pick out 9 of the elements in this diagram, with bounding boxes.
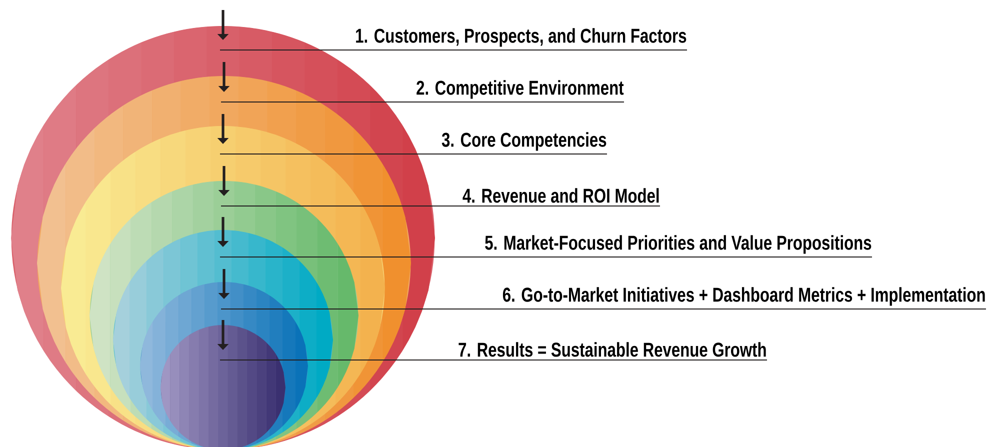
step-label: 6. Go-to-Market Initiatives + Dashboard Metrics + Implementation: [502, 287, 985, 306]
step-label: 7. Results = Sustainable Revenue Growth: [458, 342, 766, 357]
leader-line: [220, 308, 986, 310]
step-label: 5. Market-Focused Priorities and Value Propositions: [485, 235, 872, 254]
step-label: 2. Competitive Environment: [416, 80, 624, 99]
leader-line: [220, 256, 872, 258]
step-label: 4. Revenue and ROI Model: [462, 188, 659, 203]
step-label: 3. Core Competencies: [442, 132, 606, 151]
step-label: 1. Customers, Prospects, and Churn Factors: [356, 28, 686, 47]
